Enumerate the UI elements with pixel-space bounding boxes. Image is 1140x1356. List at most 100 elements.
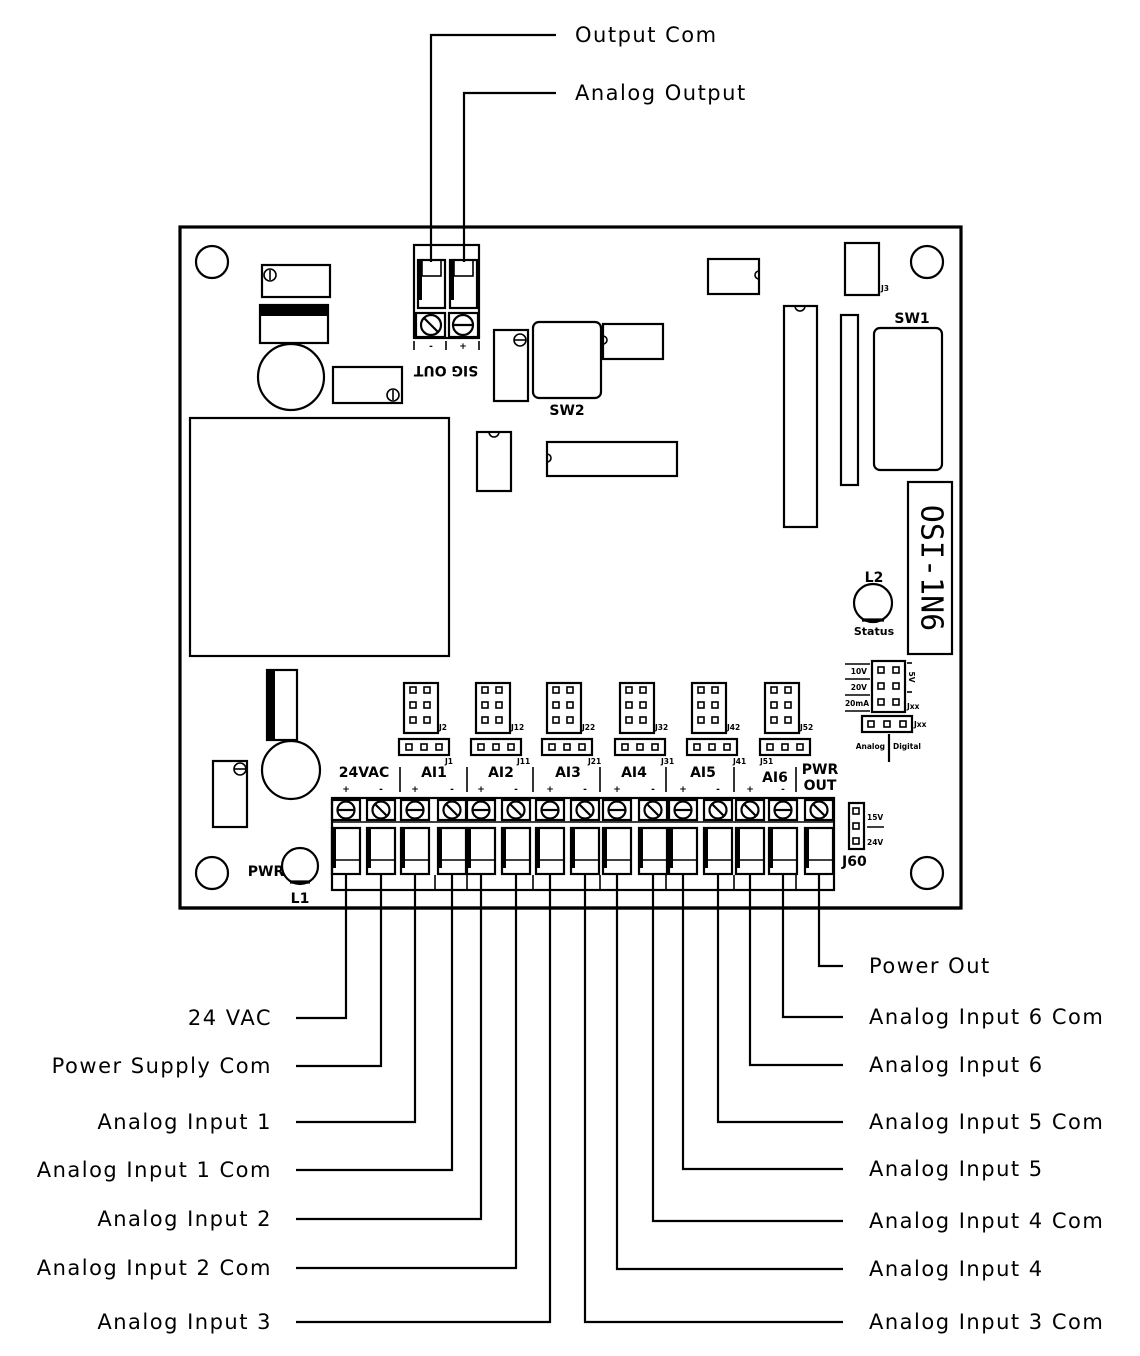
mounting-hole-top-right (909, 244, 945, 280)
terminal-screw-6 (500, 798, 532, 876)
callout-wire-right-5 (681, 875, 843, 1171)
regulator-component (265, 668, 299, 742)
callout-label-right-1: Power Out (869, 954, 991, 978)
callout-label-left-6: Analog Input 2 Com (37, 1256, 272, 1280)
trimmer-component-2 (211, 759, 249, 829)
polarity-minus: - (514, 785, 518, 795)
callout-label-left-5: Analog Input 2 (97, 1207, 272, 1231)
callout-label-left-3: Analog Input 1 (97, 1110, 272, 1134)
callout-wire-left-7 (296, 875, 552, 1324)
jumper-label-j41: J41 (732, 757, 746, 766)
connector-strip (839, 313, 860, 487)
voltage-option-10v: 10V (851, 667, 867, 676)
jxx-label-top: Jxx (906, 702, 920, 711)
capacitor-block (258, 303, 330, 345)
group-label-ai4: AI4 (621, 765, 647, 781)
ic-chip-small (601, 322, 665, 361)
jxx-label-bottom: Jxx (913, 720, 927, 729)
polarity-plus: + (679, 785, 687, 795)
jumper-header-j22 (545, 681, 583, 735)
terminal-screw-5 (465, 798, 497, 876)
l1-label: L1 (291, 891, 310, 907)
potentiometer (492, 328, 530, 403)
callout-wire-left-6 (296, 875, 518, 1270)
jumper-label-j1: J1 (444, 757, 453, 766)
jumper-header-j12 (474, 681, 512, 735)
callout-label-top-1: Output Com (575, 23, 718, 47)
callout-wire-top-1 (429, 33, 556, 262)
electrolytic-capacitor (256, 342, 326, 412)
callout-wire-right-8 (583, 875, 843, 1324)
callout-label-top-2: Analog Output (575, 81, 747, 105)
input-group-labels: 24VAC+-AI1+-J2J1AI2+-J12J11AI3+-J22J21AI… (339, 681, 839, 795)
group-label-ai1: AI1 (421, 765, 447, 781)
voltage-option-20ma: 20mA (845, 699, 869, 708)
sw2-label: SW2 (549, 403, 584, 419)
ic-chip-dip16 (545, 440, 679, 478)
model-label-box (906, 480, 954, 656)
callout-label-right-5: Analog Input 5 (869, 1157, 1044, 1181)
group-label-ai3: AI3 (555, 765, 581, 781)
j60-jumper (847, 801, 884, 851)
polarity-minus: - (651, 785, 655, 795)
group-label-ai6: AI6 (762, 770, 788, 786)
terminal-screw-3 (399, 798, 431, 876)
sw2-switch (531, 320, 603, 400)
callout-label-right-2: Analog Input 6 Com (869, 1005, 1104, 1029)
polarity-minus: - (450, 785, 454, 795)
jumper-label-j22: J22 (581, 723, 595, 732)
callout-wire-left-2 (296, 875, 383, 1068)
ic-chip-top-right (706, 257, 761, 296)
polarity-plus: + (613, 785, 621, 795)
mounting-hole-bottom-right (909, 855, 945, 891)
callout-wire-right-4 (716, 875, 843, 1124)
callout-label-right-6: Analog Input 4 Com (869, 1209, 1104, 1233)
jumper-label-j52: J52 (799, 723, 813, 732)
terminal-screw-4 (436, 798, 468, 876)
sig-out-label: SIG OUT (413, 362, 478, 378)
terminal-screw-1 (330, 798, 362, 876)
power-led (280, 846, 320, 886)
callout-wire-right-6 (651, 875, 843, 1223)
polarity-plus: + (477, 785, 485, 795)
jumper-header-j11 (469, 737, 523, 757)
j60-label: J60 (841, 854, 867, 870)
voltage-select-jumper (845, 659, 912, 714)
voltage-option-20v: 20V (851, 683, 867, 692)
terminal-screw-8 (569, 798, 601, 876)
callout-wire-left-1 (296, 875, 348, 1020)
terminal-screw-14 (767, 798, 799, 876)
jumper-label-j2: J2 (438, 723, 447, 732)
jumper-header-j1 (397, 737, 451, 757)
jumper-header-j51 (758, 737, 812, 757)
callout-label-right-8: Analog Input 3 Com (869, 1310, 1104, 1334)
callout-label-right-3: Analog Input 6 (869, 1053, 1044, 1077)
trimmer-component (331, 365, 404, 405)
ic-chip-dip8 (475, 430, 513, 493)
jumper-label-j32: J32 (654, 723, 668, 732)
mode-option-digital: Digital (893, 742, 921, 751)
j60-option-15v: 15V (867, 813, 883, 822)
jumper-label-j21: J21 (587, 757, 601, 766)
callout-label-left-2: Power Supply Com (52, 1054, 272, 1078)
callout-wire-right-3 (748, 875, 843, 1067)
callout-label-left-1: 24 VAC (188, 1006, 272, 1030)
jumper-header-j21 (540, 737, 594, 757)
j60-option-24v: 24V (867, 838, 883, 847)
callout-wire-left-3 (296, 875, 417, 1124)
voltage-side-label: 5V (907, 671, 916, 682)
callout-wire-right-2 (781, 875, 843, 1019)
jumper-header-j31 (613, 737, 667, 757)
group-label-pwr-out-line1: PWR (802, 762, 839, 778)
terminal-screw-2 (365, 798, 397, 876)
callout-label-right-7: Analog Input 4 (869, 1257, 1044, 1281)
polarity-minus: - (781, 785, 785, 795)
callout-label-right-4: Analog Input 5 Com (869, 1110, 1104, 1134)
terminal-screw-11 (667, 798, 699, 876)
callout-wire-left-5 (296, 875, 483, 1221)
terminal-screw-12 (702, 798, 734, 876)
mode-select-jumper (860, 714, 914, 762)
terminal-screw-13 (734, 798, 766, 876)
pwr-led-label: PWR (248, 864, 285, 880)
